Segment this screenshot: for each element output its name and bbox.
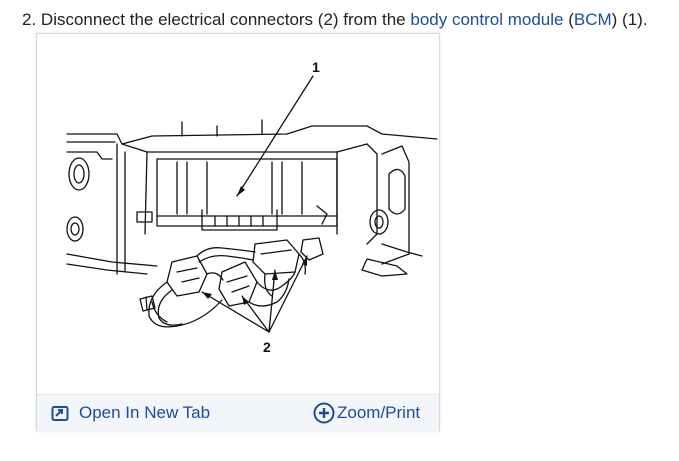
- bcm-connector-diagram[interactable]: 1 2: [37, 34, 439, 394]
- figure-toolbar: Open In New Tab Zoom/Print: [37, 394, 439, 431]
- open-in-new-tab-button[interactable]: Open In New Tab: [51, 395, 210, 431]
- zoom-plus-icon: [313, 402, 335, 424]
- instruction-paren: (: [568, 10, 574, 29]
- instruction-text: Disconnect the electrical connectors (2)…: [40, 10, 406, 29]
- bcm-link[interactable]: BCM: [573, 10, 612, 29]
- step-number: 2.: [22, 10, 37, 29]
- figure-container: 1 2 Open In New Tab Zoom/Print: [36, 33, 440, 431]
- instruction-text-end: ) (1).: [611, 10, 648, 29]
- open-in-new-tab-label: Open In New Tab: [79, 403, 211, 422]
- zoom-print-label: Zoom/Print: [337, 403, 421, 422]
- body-control-module-link[interactable]: body control module: [410, 10, 564, 29]
- instruction-step: 2. Disconnect the electrical connectors …: [22, 9, 648, 31]
- callout-1-label: 1: [312, 59, 320, 75]
- callout-2-label: 2: [263, 339, 271, 355]
- open-in-new-tab-icon: [51, 406, 69, 421]
- zoom-print-button[interactable]: Zoom/Print: [313, 395, 420, 431]
